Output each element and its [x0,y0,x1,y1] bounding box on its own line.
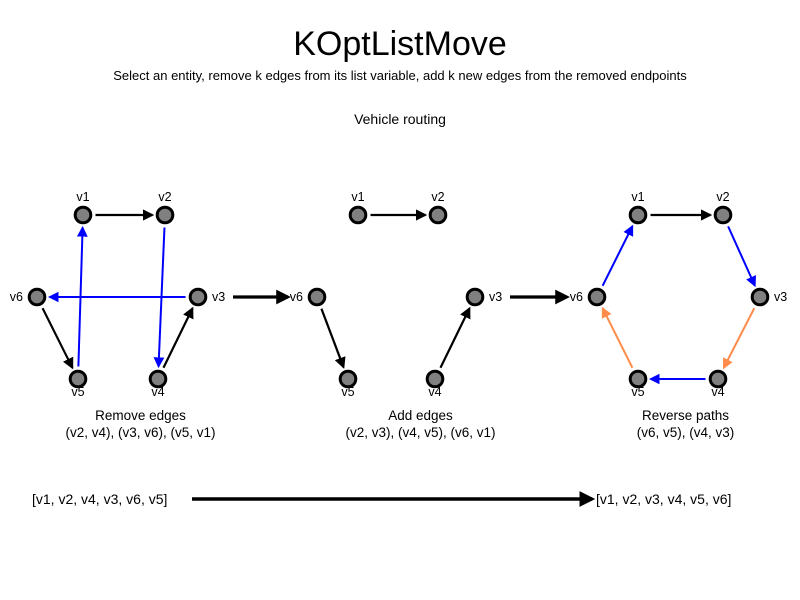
node-circle [148,369,168,389]
node-v1[interactable]: v1 [73,190,93,225]
edge-v6-v1 [601,224,634,287]
node-label-v4: v4 [428,385,441,399]
node-v6[interactable]: v6 [10,287,47,307]
node-v5[interactable]: v5 [338,369,358,399]
edge-v3-v4 [722,307,756,370]
node-v6[interactable]: v6 [570,287,607,307]
node-v1[interactable]: v1 [628,190,648,225]
node-label-v1: v1 [76,190,89,204]
node-label-v3: v3 [489,290,502,304]
node-circle [188,287,208,307]
edge-v6-v5 [320,308,346,369]
caption-title: Reverse paths [641,408,730,423]
node-circle [428,205,448,225]
node-label-v6: v6 [10,290,23,304]
node-v3[interactable]: v3 [750,287,787,307]
node-label-v2: v2 [716,190,729,204]
node-v3[interactable]: v3 [188,287,225,307]
caption-detail: (v6, v5), (v4, v3) [636,425,735,440]
edges-layer [41,209,757,385]
node-label-v1: v1 [351,190,364,204]
node-v2[interactable]: v2 [155,190,175,225]
page-subtitle: Select an entity, remove k edges from it… [113,68,687,83]
node-circle [73,205,93,225]
edge-v4-v3 [162,306,194,369]
node-label-v6: v6 [570,290,583,304]
node-circle [587,287,607,307]
node-label-v5: v5 [341,385,354,399]
node-circle [68,369,88,389]
caption-panel-remove: Remove edges (v2, v4), (v3, v6), (v5, v1) [8,407,273,441]
node-v3[interactable]: v3 [465,287,502,307]
caption-title: Remove edges [95,408,186,423]
node-circle [465,287,485,307]
node-label-v4: v4 [151,385,164,399]
node-v4[interactable]: v4 [148,369,168,399]
caption-detail: (v2, v4), (v3, v6), (v5, v1) [65,425,216,440]
node-label-v2: v2 [431,190,444,204]
node-circle [750,287,770,307]
node-label-v4: v4 [711,385,724,399]
caption-panel-add: Add edges (v2, v3), (v4, v5), (v6, v1) [288,407,553,441]
node-v4[interactable]: v4 [708,369,728,399]
node-label-v3: v3 [774,290,787,304]
node-label-v3: v3 [212,290,225,304]
node-v2[interactable]: v2 [713,190,733,225]
section-label-vehicle-routing: Vehicle routing [354,111,446,127]
node-v6[interactable]: v6 [290,287,327,307]
node-v4[interactable]: v4 [425,369,445,399]
node-v5[interactable]: v5 [68,369,88,399]
node-circle [713,205,733,225]
nodes-layer: v1 v2 v3 v4 v5 v6 v1 v2 v3 v4 v5 v6 v1 v2 v3 v4 v5 v6 [10,190,787,399]
page-title: KOptListMove [293,25,507,63]
node-label-v5: v5 [71,385,84,399]
node-label-v1: v1 [631,190,644,204]
node-circle [628,369,648,389]
node-circle [338,369,358,389]
node-label-v5: v5 [631,385,644,399]
node-circle [155,205,175,225]
edge-v5-v1 [76,225,88,367]
edge-v5-v6 [601,306,634,369]
caption-detail: (v2, v3), (v4, v5), (v6, v1) [345,425,496,440]
node-v1[interactable]: v1 [348,190,368,225]
node-circle [708,369,728,389]
caption-title: Add edges [388,408,453,423]
list-after-move: [v1, v2, v3, v4, v5, v6] [596,491,732,507]
node-circle [628,205,648,225]
node-label-v2: v2 [158,190,171,204]
edge-v4-v3 [439,306,471,369]
node-v5[interactable]: v5 [628,369,648,399]
edge-v2-v3 [727,225,757,288]
node-circle [307,287,327,307]
caption-panel-reverse: Reverse paths (v6, v5), (v4, v3) [578,407,793,441]
edge-v6-v5 [41,307,74,370]
node-circle [27,287,47,307]
node-v2[interactable]: v2 [428,190,448,225]
node-circle [348,205,368,225]
node-circle [425,369,445,389]
list-before-move: [v1, v2, v4, v3, v6, v5] [32,491,168,507]
node-label-v6: v6 [290,290,303,304]
